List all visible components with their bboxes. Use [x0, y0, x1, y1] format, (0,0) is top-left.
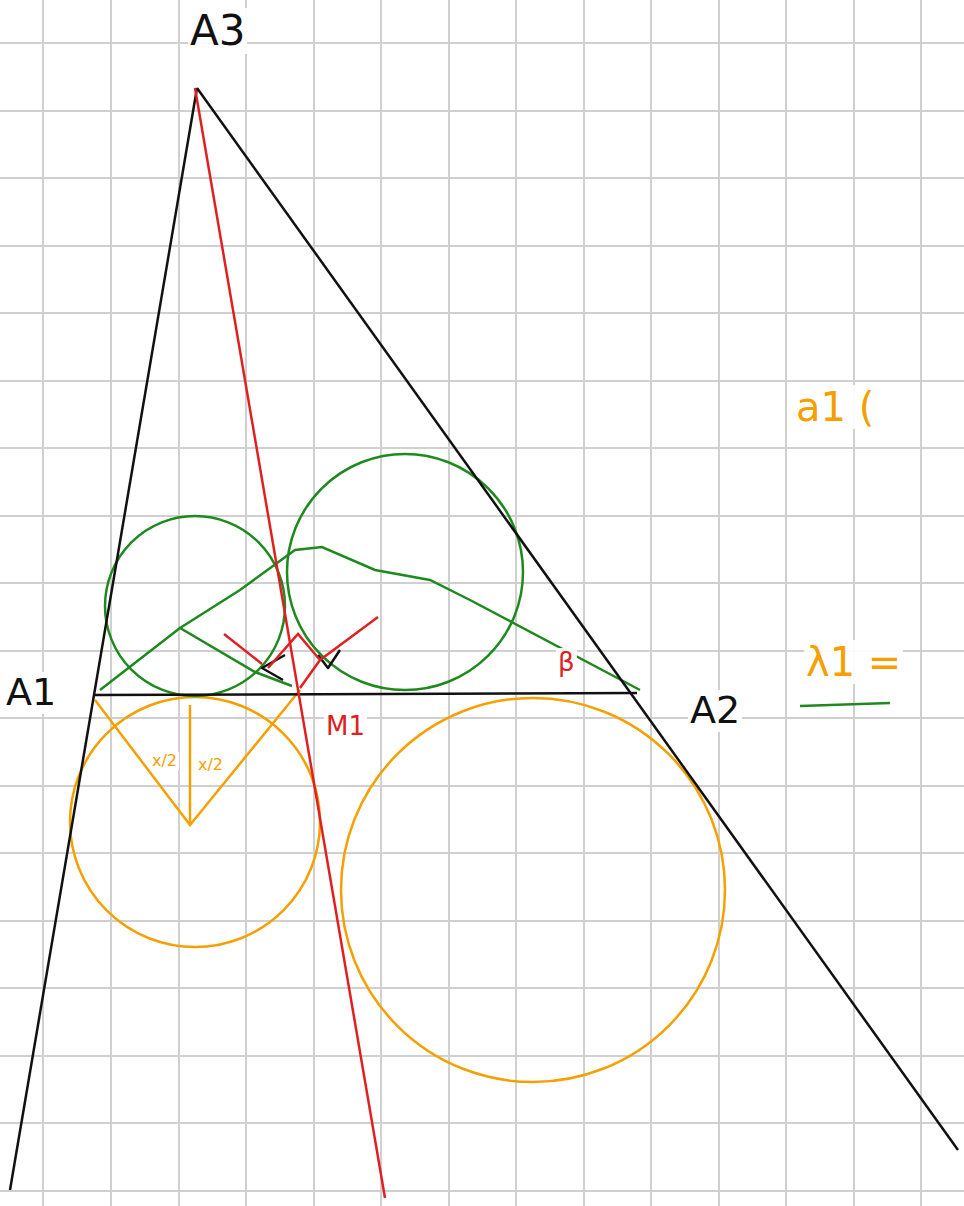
note-text: λ1 =	[804, 640, 903, 684]
median-and-marks	[195, 88, 385, 1198]
vertex-label: A1	[4, 672, 58, 714]
incircles	[100, 454, 890, 706]
excircles	[70, 690, 725, 1082]
angle-label: β	[556, 648, 577, 677]
midpoint-label: M1	[324, 712, 367, 741]
triangle	[10, 88, 958, 1190]
vertex-label: A2	[688, 690, 742, 732]
note-text: a1 (	[794, 385, 876, 429]
vertex-label: A3	[188, 8, 247, 54]
angle-label: x/2	[150, 752, 179, 770]
angle-label: x/2	[196, 756, 225, 774]
